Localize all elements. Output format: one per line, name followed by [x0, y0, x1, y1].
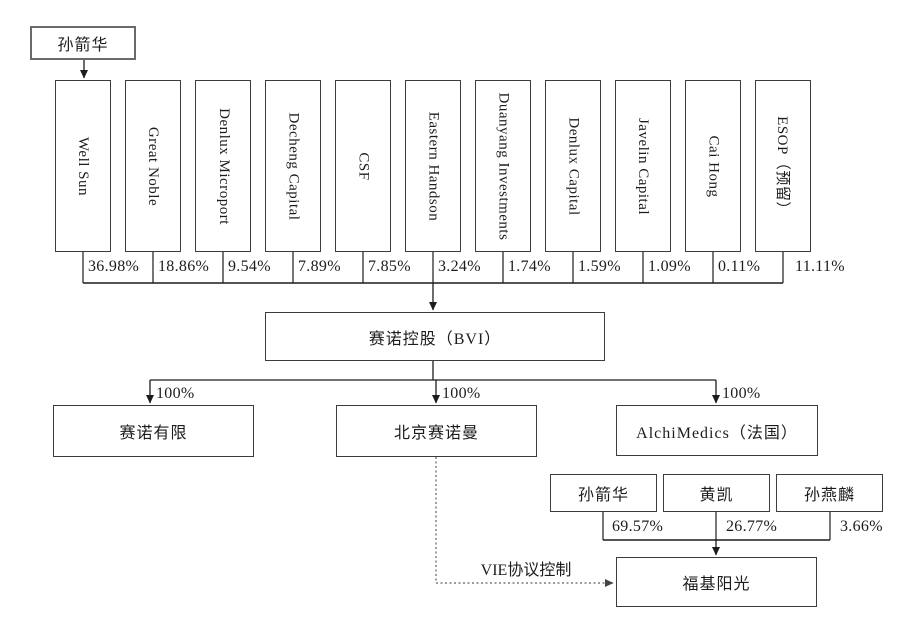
pct-owner-sun-jianhua: 69.57% — [612, 518, 664, 535]
node-shareholder-duanyang-investments: Duanyang Investments — [475, 80, 531, 252]
pct-owner-huang-kai: 26.77% — [726, 518, 778, 535]
pct-csf: 7.85% — [368, 258, 411, 275]
node-saino-ltd-label: 赛诺有限 — [119, 425, 188, 442]
pct-decheng-capital: 7.89% — [298, 258, 341, 275]
pct-eastern-handson: 3.24% — [438, 258, 481, 275]
node-owner-huang-kai: 黄凯 — [663, 474, 770, 512]
pct-esop: 11.11% — [795, 258, 845, 275]
node-owner-sun-jianhua-label: 孙箭华 — [577, 487, 629, 504]
pct-owner-sun-yanlin: 3.66% — [840, 518, 883, 535]
node-holding-bvi: 赛诺控股（BVI） — [265, 312, 605, 361]
pct-cai-hong: 0.11% — [718, 258, 761, 275]
vie-control-label: VIE协议控制 — [480, 562, 572, 579]
pct-denlux-capital: 1.59% — [578, 258, 621, 275]
vie-owner-ticks — [602, 512, 831, 556]
holding-distribution — [146, 361, 720, 404]
node-shareholder-well-sun: Well Sun — [55, 80, 111, 252]
node-shareholder-great-noble: Great Noble — [125, 80, 181, 252]
node-shareholder-denlux-microport: Denlux Microport — [195, 80, 251, 252]
pct-duanyang-investments: 1.74% — [508, 258, 551, 275]
pct-saino-ltd: 100% — [156, 385, 195, 402]
node-shareholder-decheng-capital: Decheng Capital — [265, 80, 321, 252]
pct-alchimedics: 100% — [722, 385, 761, 402]
pct-well-sun: 36.98% — [88, 258, 140, 275]
node-owner-sun-yanlin: 孙燕麟 — [776, 474, 883, 512]
pct-beijing-sainuoman: 100% — [442, 385, 481, 402]
node-shareholder-cai-hong: Cai Hong — [685, 80, 741, 252]
node-owner-huang-kai-label: 黄凯 — [699, 487, 734, 504]
node-owner-sun-jianhua: 孙箭华 — [550, 474, 657, 512]
node-shareholder-denlux-capital: Denlux Capital — [545, 80, 601, 252]
node-saino-ltd: 赛诺有限 — [53, 405, 254, 457]
node-shareholder-csf: CSF — [335, 80, 391, 252]
vie-dotted-connector — [435, 457, 614, 587]
pct-denlux-microport: 9.54% — [228, 258, 271, 275]
node-alchimedics-label: AlchiMedics（法国） — [636, 424, 798, 442]
node-fuji-sunshine-label: 福基阳光 — [682, 576, 751, 593]
node-shareholder-javelin-capital: Javelin Capital — [615, 80, 671, 252]
pct-javelin-capital: 1.09% — [648, 258, 691, 275]
pct-great-noble: 18.86% — [158, 258, 210, 275]
node-beijing-sainuoman: 北京赛诺曼 — [336, 405, 537, 457]
node-holding-bvi-label: 赛诺控股（BVI） — [368, 330, 502, 348]
node-top-shareholder: 孙箭华 — [30, 26, 136, 60]
node-top-shareholder-label: 孙箭华 — [57, 37, 109, 54]
node-shareholder-eastern-handson: Eastern Handson — [405, 80, 461, 252]
node-beijing-sainuoman-label: 北京赛诺曼 — [393, 425, 479, 442]
node-alchimedics: AlchiMedics（法国） — [616, 405, 818, 456]
node-shareholder-esop: ESOP（预留） — [755, 80, 811, 252]
node-fuji-sunshine: 福基阳光 — [616, 557, 817, 607]
node-owner-sun-yanlin-label: 孙燕麟 — [803, 487, 855, 504]
